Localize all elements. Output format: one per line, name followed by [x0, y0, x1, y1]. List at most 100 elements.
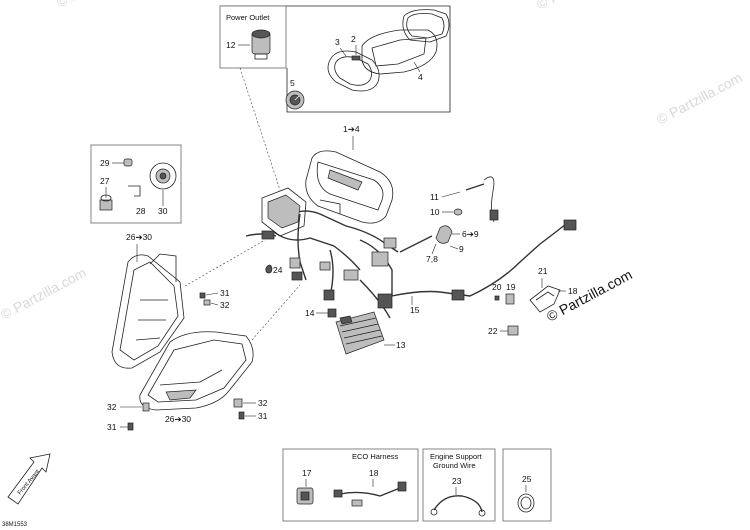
eco-harness-18 [333, 481, 407, 507]
power-outlet-title: Power Outlet [226, 13, 270, 22]
watermark-top-left: © Partzilla.com [54, 0, 145, 11]
eco-switch-17 [296, 487, 314, 505]
instrument-cluster [305, 150, 394, 224]
connector-h [383, 237, 397, 249]
headlight-inset: 29 27 28 30 [90, 144, 182, 224]
bracket-28 [128, 185, 141, 197]
clip-32-top [203, 299, 211, 306]
clip-22 [507, 325, 519, 336]
callout-32-right: 32 [258, 398, 268, 408]
connector-j [563, 219, 577, 231]
callout-3: 3 [335, 37, 340, 47]
bracket-18 [529, 285, 561, 313]
callout-15: 15 [410, 305, 420, 315]
callout-29: 29 [100, 158, 110, 168]
callout-31-top: 31 [220, 288, 230, 298]
clip-32-right [233, 398, 243, 408]
callout-14: 14 [305, 308, 315, 318]
connector-a [261, 230, 275, 240]
gauge-dial-part [285, 90, 305, 110]
drop-marker-24 [265, 264, 273, 274]
nut-10 [453, 208, 463, 216]
screw-31-right [238, 411, 245, 420]
clip-19 [505, 293, 515, 305]
callout-21: 21 [538, 266, 548, 276]
screw-2 [351, 55, 361, 61]
drawing-code: 38M1553 [2, 522, 28, 528]
bulb-27 [99, 194, 113, 211]
callout-10: 10 [430, 207, 440, 217]
connector-k [343, 269, 359, 281]
eco-harness-title: ECO Harness [352, 452, 399, 461]
callout-18-box: 18 [369, 468, 379, 478]
callout-32-left: 32 [107, 402, 117, 412]
front-arrow-label: Front Avant [17, 469, 41, 497]
callout-31-left: 31 [107, 422, 117, 432]
bolt-14 [327, 308, 337, 318]
watermark-left: © Partzilla.com [0, 264, 89, 322]
callout-7-8: 7,8 [426, 254, 438, 264]
dess-key-11 [465, 176, 499, 223]
headlight-housing-front [139, 331, 254, 411]
callout-13: 13 [396, 340, 406, 350]
screw-31-top [199, 292, 206, 299]
connector-i [451, 289, 465, 301]
connector-c [291, 271, 303, 281]
eco-harness-box [282, 448, 419, 522]
engine-support-title-2: Ground Wire [433, 461, 476, 470]
callout-19: 19 [506, 282, 516, 292]
eco-harness-box-group: ECO Harness 17 18 [282, 448, 419, 522]
screw-20 [494, 295, 500, 301]
callout-9: 9 [459, 244, 464, 254]
ring-box [502, 448, 552, 522]
callout-24: 24 [273, 265, 283, 275]
power-outlet-part [251, 29, 271, 60]
connector-d [319, 261, 331, 271]
engine-support-box-group: Engine Support Ground Wire 23 [422, 448, 496, 522]
callout-25: 25 [522, 474, 532, 484]
engine-support-title-1: Engine Support [430, 452, 483, 461]
watermark-top-right: © Partzilla.com [534, 0, 625, 13]
clip-32-left [142, 402, 150, 412]
callout-1-4: 1➔4 [343, 124, 360, 134]
headlight-housing-left [111, 253, 185, 369]
callout-30: 30 [158, 206, 168, 216]
callout-18: 18 [568, 286, 578, 296]
callout-27: 27 [100, 176, 110, 186]
callout-23: 23 [452, 476, 462, 486]
voltage-regulator-13 [335, 311, 385, 355]
reflector-30 [149, 162, 177, 190]
connector-b [289, 257, 301, 269]
watermark-right: © Partzilla.com [654, 69, 745, 127]
bulb-29 [123, 158, 133, 167]
connector-g [377, 293, 393, 309]
callout-31-right: 31 [258, 411, 268, 421]
ring-box-group: 25 [502, 448, 552, 522]
callout-22: 22 [488, 326, 498, 336]
callout-6-9: 6➔9 [462, 229, 479, 239]
callout-5: 5 [290, 78, 295, 88]
dess-post-6-9 [435, 225, 453, 244]
gauge-housing-part [361, 9, 450, 75]
ground-wire-23 [433, 495, 483, 513]
callout-11: 11 [430, 192, 439, 202]
callout-2: 2 [351, 34, 356, 44]
top-inset: Power Outlet 12 3 2 4 [219, 5, 451, 113]
ecu-box [261, 187, 307, 237]
callout-20: 20 [492, 282, 502, 292]
gauge-bezel-part [327, 50, 380, 92]
callout-12: 12 [226, 40, 236, 50]
callout-26-30-top: 26➔30 [126, 232, 152, 242]
callout-26-30-bottom: 26➔30 [165, 414, 191, 424]
front-arrow-icon [7, 453, 51, 505]
callout-4: 4 [418, 72, 423, 82]
front-arrow: Front Avant [7, 453, 51, 505]
screw-31-left [127, 422, 134, 431]
connector-f [371, 251, 389, 267]
callout-17: 17 [302, 468, 312, 478]
grommet-25 [517, 493, 535, 513]
connector-e [323, 289, 335, 301]
callout-28: 28 [136, 206, 146, 216]
callout-32-top: 32 [220, 300, 230, 310]
